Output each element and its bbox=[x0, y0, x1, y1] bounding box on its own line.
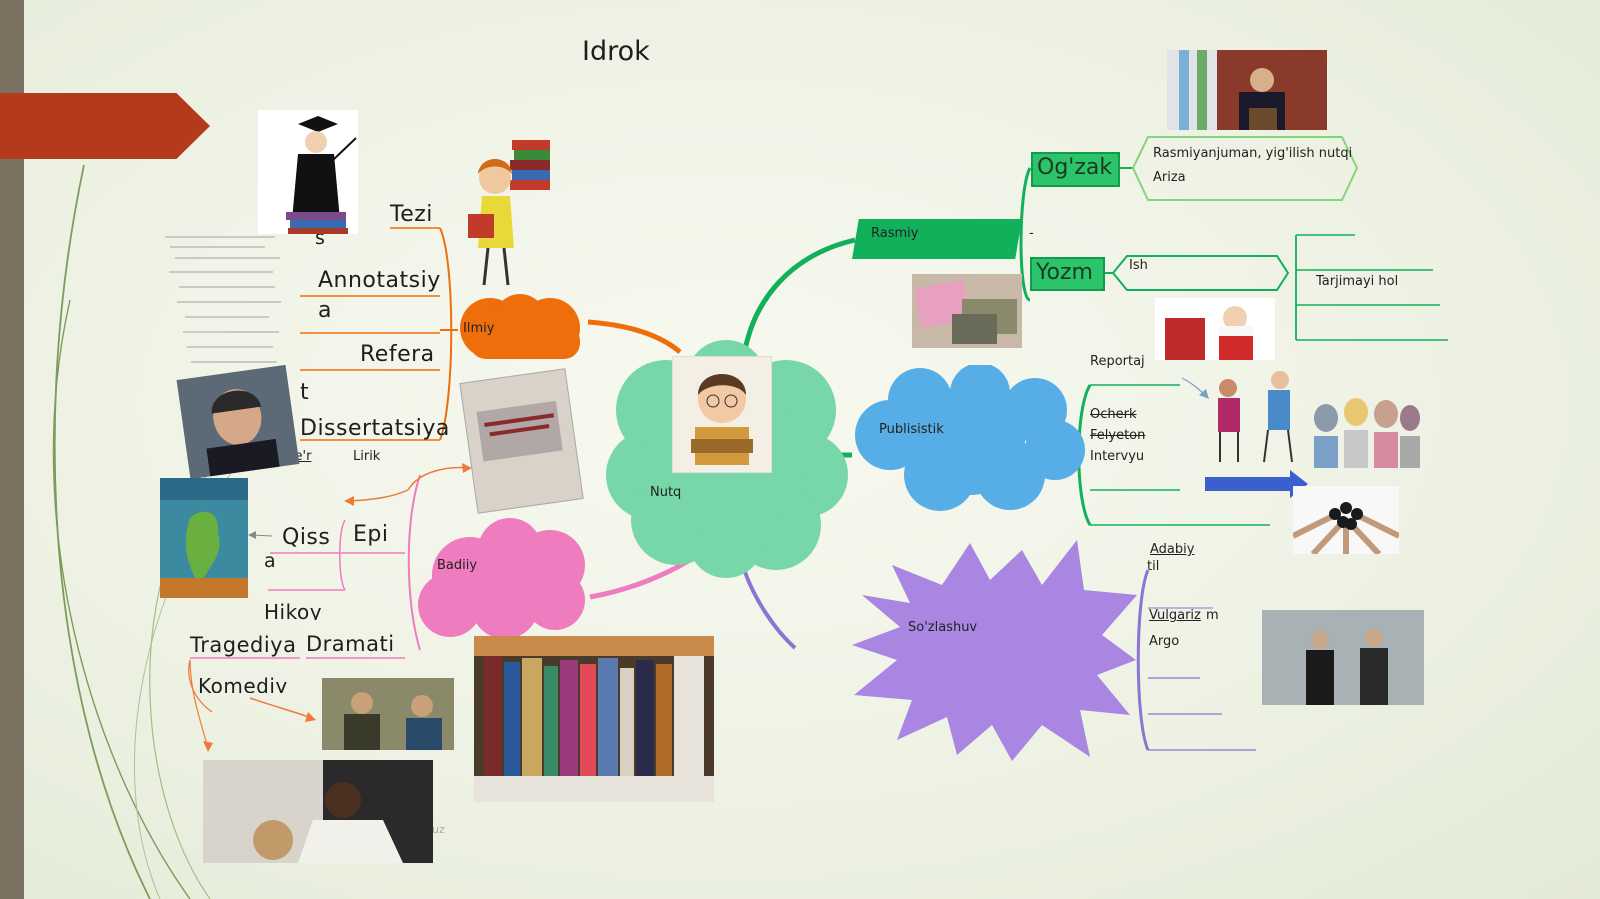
rasmiy-oqzak-label: Og'zak bbox=[1037, 155, 1113, 180]
rasmiy-ish: Ish bbox=[1129, 258, 1148, 273]
two-men-walking-image bbox=[1262, 610, 1424, 705]
rasmiy-yozma-label: Yozm bbox=[1036, 260, 1093, 285]
author-portrait-image bbox=[176, 364, 300, 480]
microphones-image bbox=[1291, 486, 1401, 557]
badiiy-epik: Epi bbox=[353, 522, 389, 547]
ilmiy-item-dissertatsiya: Dissertatsiya bbox=[300, 416, 450, 440]
rasmiy-branch[interactable] bbox=[852, 219, 1022, 259]
publisistik-felyeton: Felyeton bbox=[1090, 428, 1146, 443]
ilmiy-item-annotatsiya-end: a bbox=[318, 298, 332, 323]
badiiy-hikoya: Hikoy bbox=[264, 600, 323, 620]
badiiy-qissa-end: a bbox=[264, 550, 277, 572]
sozlashuv-argo: Argo bbox=[1149, 634, 1180, 649]
publisistik-reportaj: Reportaj bbox=[1090, 354, 1145, 369]
badiiy-lirik: Lirik bbox=[353, 449, 381, 464]
badiiy-label: Badiiy bbox=[437, 558, 478, 573]
rasmiy-oqzak-item-2: Ariza bbox=[1153, 170, 1186, 185]
ilmiy-item-referat: Refera bbox=[360, 342, 435, 367]
ilmiy-connector bbox=[587, 319, 682, 354]
interview-cartoon-image bbox=[1208, 370, 1300, 466]
sozlashuv-label: So'zlashuv bbox=[908, 620, 978, 635]
documents-money-image bbox=[912, 274, 1022, 348]
sozlashuv-til: til bbox=[1147, 559, 1160, 574]
publisistik-ocherk: Ocherk bbox=[1090, 407, 1137, 422]
ilmiy-cloud[interactable] bbox=[450, 290, 590, 362]
badiiy-komediya: Komediy bbox=[198, 674, 288, 693]
badiiy-connector bbox=[589, 557, 692, 600]
badiiy-tragediya: Tragediya bbox=[190, 633, 297, 657]
badiiy-cloud[interactable] bbox=[410, 515, 590, 640]
center-label-nutq: Nutq bbox=[650, 485, 682, 500]
ilmiy-label: Ilmiy bbox=[463, 321, 495, 336]
rasmiy-oqzak-box[interactable]: Og'zak bbox=[1031, 152, 1120, 187]
film-still-image-1 bbox=[322, 678, 454, 750]
professor-image bbox=[258, 110, 358, 234]
publisistik-intervyu: Intervyu bbox=[1090, 449, 1145, 464]
decor-curve-2 bbox=[52, 299, 191, 899]
ilmiy-item-annotatsiya: Annotatsiy bbox=[318, 268, 441, 293]
bookshelf-image bbox=[474, 636, 714, 802]
santa-gift-image bbox=[1155, 298, 1275, 360]
rasmiy-oqzak-item-1: Rasmiyanjuman, yig'ilish nutqi bbox=[1153, 146, 1353, 161]
ilmiy-item-tezis-end: s bbox=[315, 227, 326, 249]
badiiy-qissa: Qiss bbox=[282, 525, 331, 550]
sozlashuv-vulgarizm: Vulgariz bbox=[1149, 608, 1201, 623]
red-arrow-banner bbox=[0, 93, 210, 159]
sozlashuv-connector bbox=[743, 571, 797, 650]
ilmiy-item-tezis: Tezi bbox=[390, 202, 433, 227]
student-reading-image bbox=[672, 356, 772, 473]
rasmiy-tarjimayi-hol: Tarjimayi hol bbox=[1316, 274, 1399, 289]
decor-curve-1 bbox=[53, 164, 151, 899]
rasmiy-connector bbox=[742, 237, 856, 351]
novel-cover-image bbox=[160, 478, 248, 598]
faded-notes-image bbox=[165, 236, 281, 363]
publisistik-cloud[interactable] bbox=[850, 365, 1085, 513]
ilmiy-item-referat-end: t bbox=[300, 380, 310, 405]
badiiy-dramatik: Dramati bbox=[306, 632, 395, 656]
official-speech-image bbox=[1167, 50, 1327, 130]
rasmiy-label: Rasmiy bbox=[871, 226, 919, 241]
page-title: Idrok bbox=[582, 36, 650, 67]
rasmiy-yozma-box[interactable]: Yozm bbox=[1030, 257, 1105, 291]
stray-text: uz bbox=[432, 823, 445, 836]
rasmiy-dash: - bbox=[1029, 226, 1034, 241]
discussion-cartoon-image bbox=[1306, 396, 1422, 468]
film-still-image-2 bbox=[203, 760, 433, 863]
publisistik-label: Publisistik bbox=[879, 422, 944, 437]
sozlashuv-vulgarizm-end: m bbox=[1206, 608, 1219, 623]
sozlashuv-burst[interactable] bbox=[852, 535, 1142, 761]
sozlashuv-adabiy: Adabiy bbox=[1150, 542, 1195, 557]
girl-with-books-image bbox=[460, 130, 558, 290]
book-cover-image bbox=[459, 368, 584, 514]
